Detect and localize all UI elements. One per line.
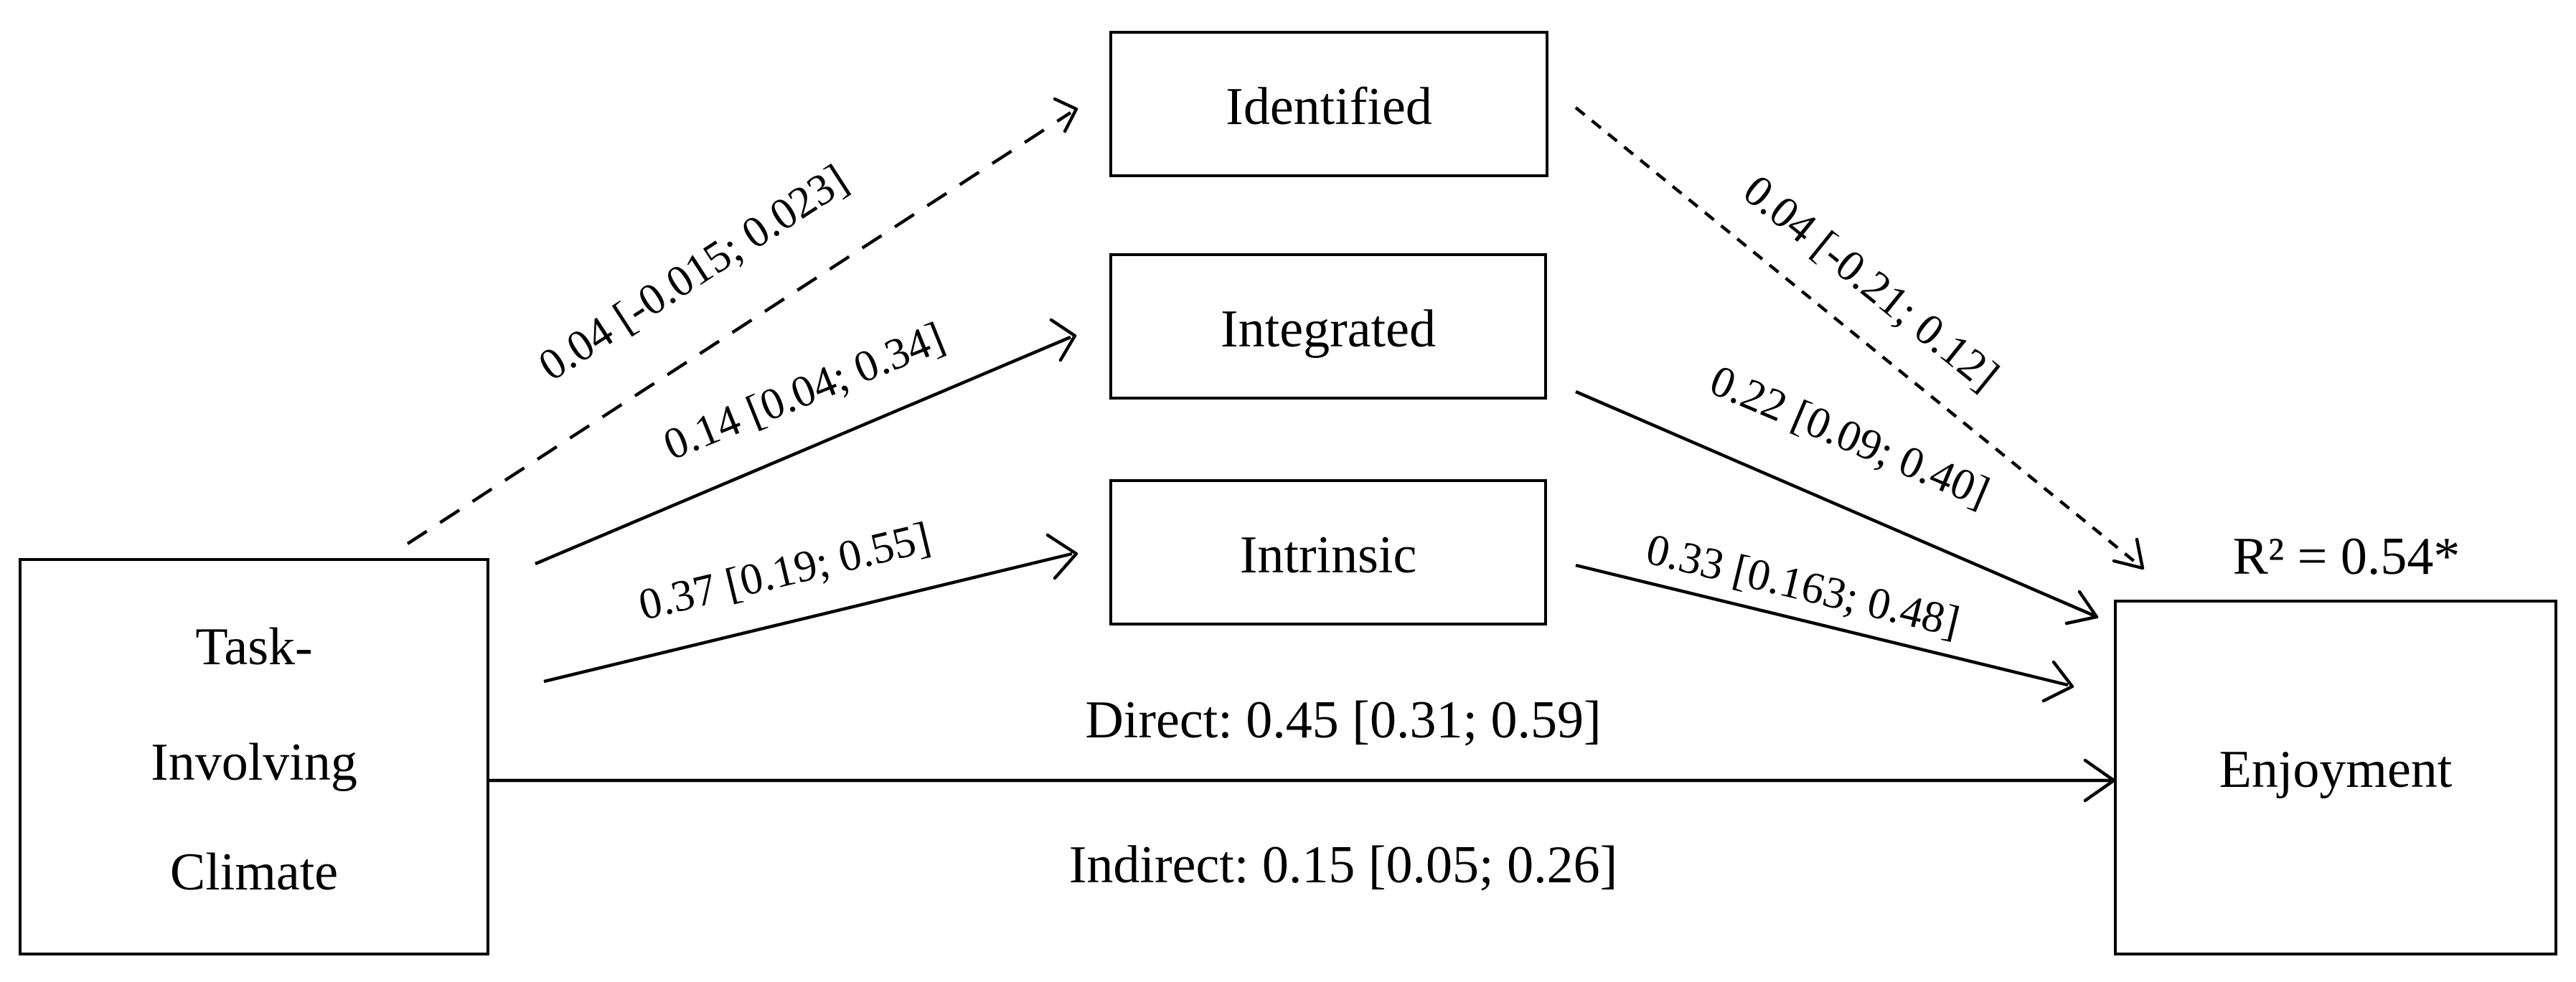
path-a-identified-label: 0.04 [-0.015; 0.023] [530, 155, 856, 390]
direct-effect-label: Direct: 0.45 [0.31; 0.59] [1085, 691, 1601, 750]
r-squared-label: R² = 0.54* [2233, 527, 2460, 586]
mediator-box-intrinsic [1109, 479, 1547, 625]
arrowhead-b-intrinsic [2041, 660, 2074, 703]
path-b-intrinsic [1575, 563, 2069, 687]
mediator-box-integrated [1109, 253, 1547, 400]
arrowhead-a-intrinsic [1045, 533, 1078, 580]
indirect-effect-label: Indirect: 0.15 [0.05; 0.26] [1069, 836, 1618, 894]
predictor-label-line-3: Climate [170, 843, 338, 902]
predictor-label-line-2: Involving [151, 733, 357, 792]
predictor-label-line-1: Task- [195, 618, 312, 676]
mediator-label-integrated: Integrated [1221, 300, 1436, 359]
path-a-identified [406, 111, 1072, 545]
arrowhead-b-identified [2112, 537, 2145, 570]
path-a-intrinsic-label: 0.37 [0.19; 0.55] [634, 513, 935, 630]
arrowhead-a-identified [1053, 97, 1078, 133]
outcome-box [2114, 600, 2557, 955]
path-b-identified [1574, 106, 2140, 566]
path-b-integrated [1575, 390, 2095, 618]
arrowhead-b-integrated [2064, 590, 2099, 625]
path-a-integrated [535, 335, 1071, 566]
path-a-intrinsic [543, 552, 1073, 684]
mediator-box-identified [1109, 31, 1548, 177]
arrowhead-direct [2083, 758, 2116, 803]
mediator-label-intrinsic: Intrinsic [1240, 526, 1417, 585]
path-a-integrated-label: 0.14 [0.04; 0.34] [657, 313, 951, 470]
outcome-label: Enjoyment [2219, 740, 2453, 799]
predictor-box [19, 558, 489, 955]
path-b-intrinsic-label: 0.33 [0.163; 0.48] [1642, 524, 1965, 646]
mediator-label-identified: Identified [1226, 77, 1432, 136]
arrowhead-a-integrated [1049, 318, 1077, 362]
path-b-identified-label: 0.04 [-0.21; 0.12] [1734, 166, 2008, 400]
path-b-integrated-label: 0.22 [0.09; 0.40] [1703, 356, 1997, 517]
